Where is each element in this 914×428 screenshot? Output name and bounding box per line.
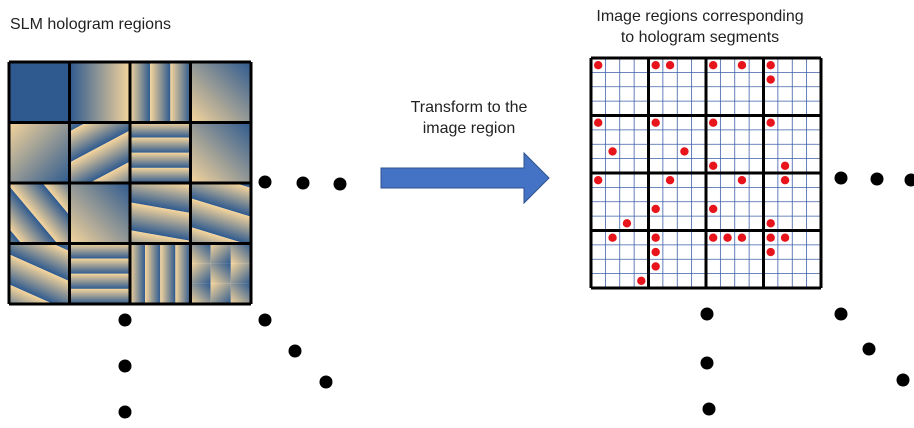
ellipsis-dot bbox=[288, 344, 302, 358]
image-point-dot bbox=[708, 161, 718, 171]
image-point-dot bbox=[766, 219, 775, 228]
right-title-line-2: to hologram segments bbox=[620, 29, 780, 46]
image-region-grid bbox=[589, 56, 823, 290]
hologram-segment bbox=[9, 122, 70, 183]
image-point-dot bbox=[651, 204, 660, 214]
ellipsis-dot bbox=[700, 307, 714, 321]
ellipsis-dot bbox=[118, 313, 132, 327]
image-point-dot bbox=[665, 175, 675, 185]
ellipsis-dot bbox=[319, 375, 333, 389]
image-point-dot bbox=[651, 262, 660, 271]
hologram-segment bbox=[190, 122, 251, 183]
image-point-dot bbox=[737, 175, 747, 185]
ellipsis-dot bbox=[700, 356, 714, 370]
hologram-segment bbox=[9, 243, 70, 304]
transform-label: Transform to the image region bbox=[378, 97, 560, 139]
left-panel-title: SLM hologram regions bbox=[10, 16, 171, 33]
hologram-segment bbox=[190, 62, 251, 123]
right-title-line-1: Image regions corresponding bbox=[596, 8, 804, 25]
image-point-dot bbox=[766, 60, 775, 70]
ellipsis-dot bbox=[296, 176, 310, 190]
right-panel-title: Image regions corresponding to hologram … bbox=[565, 6, 835, 48]
image-point-dot bbox=[766, 118, 775, 127]
hologram-segment bbox=[69, 243, 130, 304]
image-point-dot bbox=[637, 276, 646, 286]
image-point-dot bbox=[651, 247, 660, 257]
image-point-dot bbox=[708, 118, 718, 127]
image-point-dot bbox=[780, 175, 790, 185]
ellipsis-dot bbox=[834, 307, 848, 321]
ellipsis-dot bbox=[834, 171, 848, 185]
image-point-dot bbox=[622, 219, 632, 228]
image-point-dot bbox=[766, 75, 775, 84]
ellipsis-dot bbox=[702, 402, 716, 416]
ellipsis-dot bbox=[258, 175, 272, 189]
image-point-dot bbox=[780, 161, 790, 171]
hologram-segment bbox=[130, 62, 191, 123]
hologram-segment bbox=[69, 183, 130, 244]
image-point-dot bbox=[737, 233, 747, 242]
image-point-dot bbox=[723, 233, 732, 242]
image-point-dot bbox=[680, 147, 689, 156]
image-point-dot bbox=[608, 233, 617, 242]
ellipsis-dot bbox=[118, 359, 132, 373]
image-point-dot bbox=[766, 247, 775, 257]
image-point-dot bbox=[593, 118, 603, 127]
transform-arrow bbox=[380, 151, 550, 205]
image-point-dot bbox=[651, 233, 660, 242]
ellipsis-dot bbox=[896, 373, 910, 387]
slm-hologram-grid bbox=[7, 60, 253, 306]
transform-label-line-1: Transform to the bbox=[410, 99, 528, 116]
hologram-segment bbox=[9, 183, 70, 244]
image-point-dot bbox=[651, 118, 660, 127]
image-point-dot bbox=[780, 233, 790, 242]
transform-label-line-2: image region bbox=[422, 120, 516, 137]
image-point-dot bbox=[766, 233, 775, 242]
ellipsis-dot bbox=[870, 172, 884, 186]
hologram-segment bbox=[9, 62, 70, 123]
image-point-dot bbox=[593, 175, 603, 185]
image-point-dot bbox=[651, 60, 660, 70]
arrow-shape bbox=[380, 151, 550, 205]
hologram-segment bbox=[69, 62, 130, 123]
hologram-segment bbox=[190, 243, 251, 304]
image-point-dot bbox=[737, 60, 747, 70]
ellipsis-dot bbox=[118, 405, 132, 419]
hologram-segment bbox=[130, 122, 191, 183]
ellipsis-dot bbox=[258, 313, 272, 327]
image-point-dot bbox=[708, 204, 718, 214]
continuation-dots bbox=[118, 171, 914, 419]
image-point-dot bbox=[708, 60, 718, 70]
image-point-dot bbox=[593, 60, 603, 70]
image-point-dot bbox=[608, 147, 617, 156]
image-point-dot bbox=[708, 233, 718, 242]
ellipsis-dot bbox=[904, 173, 914, 187]
hologram-segment bbox=[69, 122, 130, 183]
image-point-dot bbox=[665, 60, 675, 70]
ellipsis-dot bbox=[333, 177, 347, 191]
hologram-segment bbox=[130, 243, 191, 304]
hologram-segment bbox=[190, 183, 251, 244]
ellipsis-dot bbox=[862, 342, 876, 356]
